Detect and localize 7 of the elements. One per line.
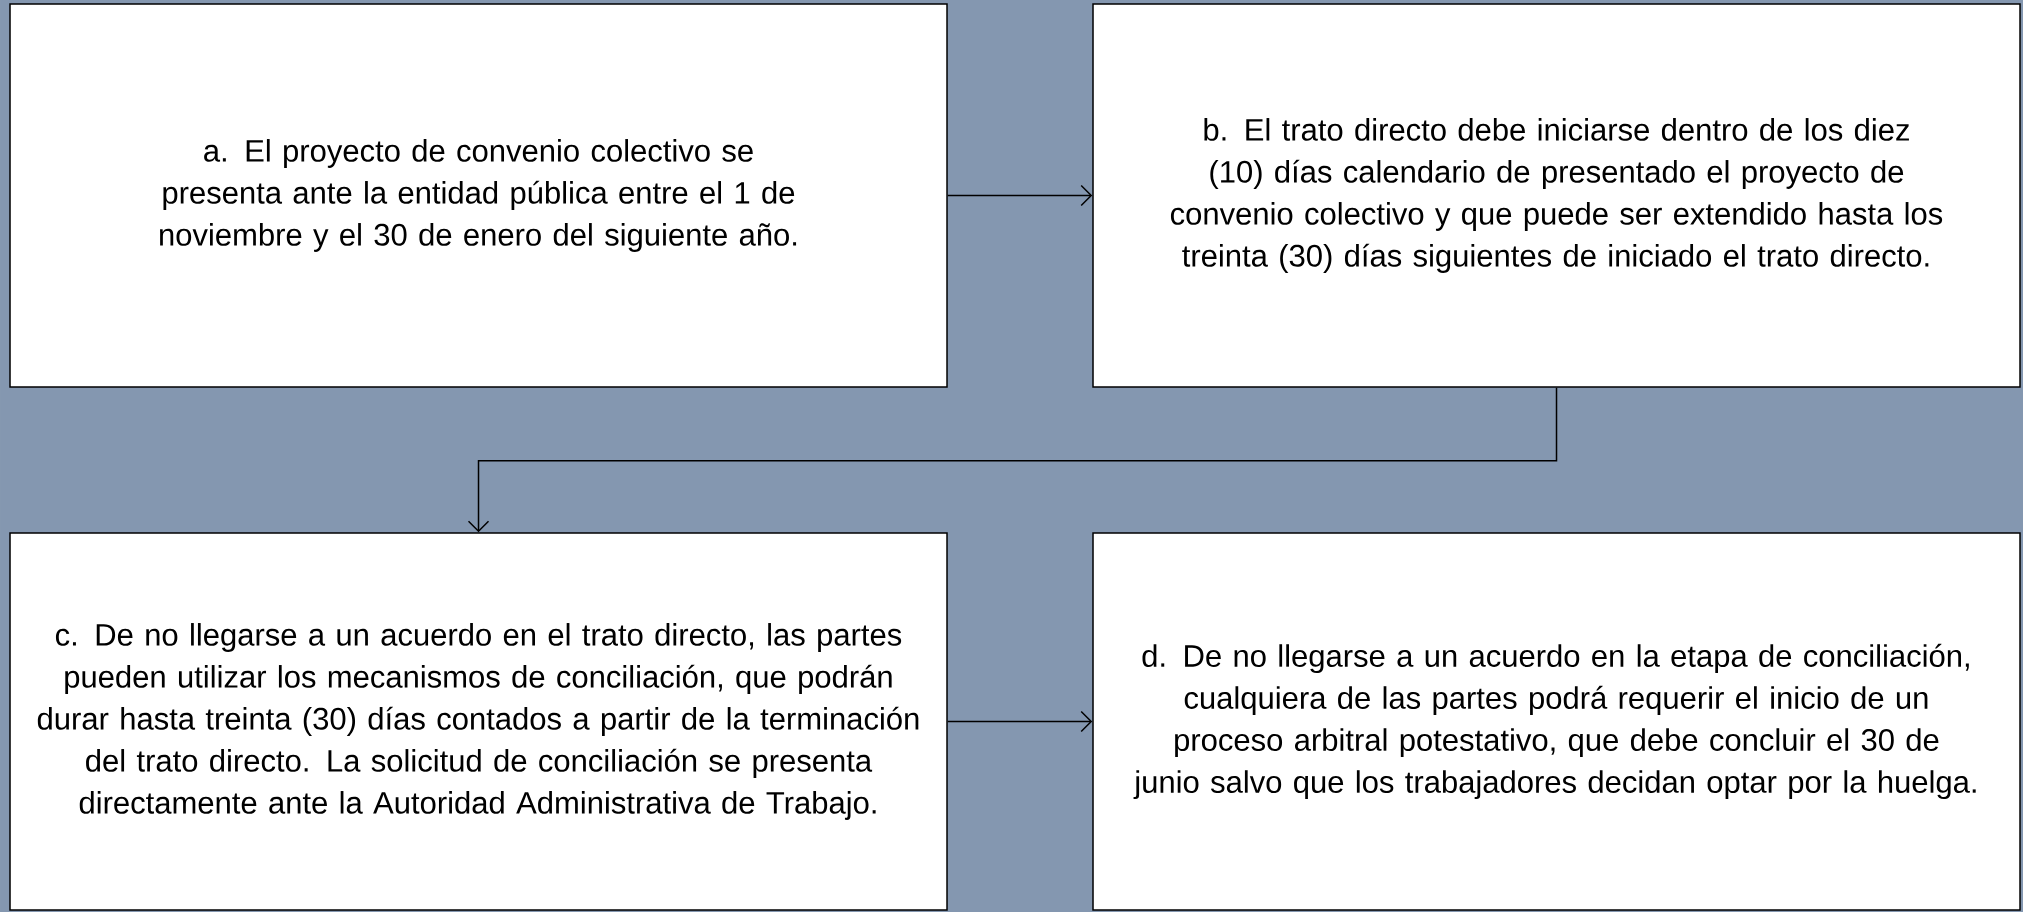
process-box: b. El trato directo debe iniciarse dentro de los diez (10) días calendario de presentado el proyecto de convenio colectivo y que puede ser extendido hasta los treinta (30) días siguientes de iniciado el trato directo. — [1092, 3, 2021, 388]
arrow — [467, 387, 1558, 533]
process-box: a. El proyecto de convenio colectivo se presenta ante la entidad pública entre el 1 de noviembre y el 30 de enero del siguiente año. — [9, 3, 948, 388]
arrow — [947, 184, 1093, 207]
process-box: d. De no llegarse a un acuerdo en la etapa de conciliación, cualquiera de las partes podrá requerir el inicio de un proceso arbitral potestativo, que debe concluir el 30 de junio salvo que los trabajadores decidan optar por la huelga. — [1092, 532, 2021, 911]
process-box: c. De no llegarse a un acuerdo en el trato directo, las partes pueden utilizar los mecanismos de conciliación, que podrán durar hasta treinta (30) días contados a partir de la terminación del trato directo. La solicitud de conciliación se presenta directamente ante la Autoridad Administrativa de Trabajo. — [9, 532, 948, 911]
arrow — [947, 710, 1093, 733]
